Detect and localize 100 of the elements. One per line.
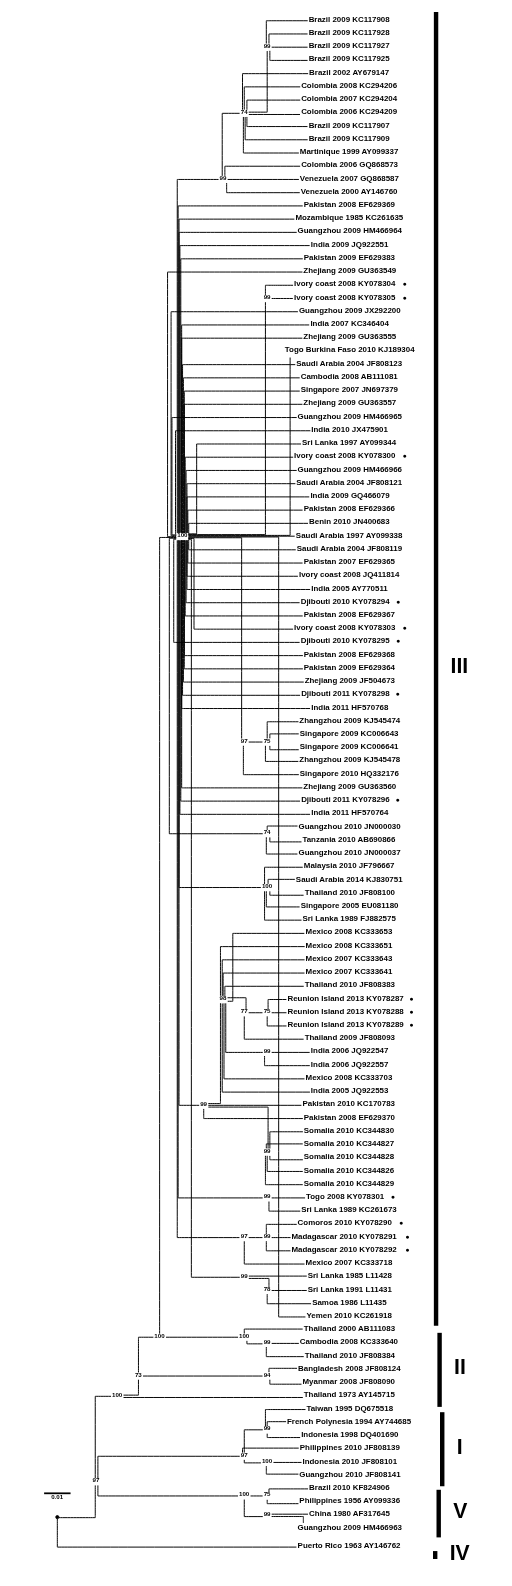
connector: [186, 496, 310, 534]
connector: [271, 1513, 309, 1515]
connector: [224, 165, 301, 177]
node-text: Somalia 2010 KC344830: [303, 1125, 395, 1135]
node-text: Saudi Arabia 2004 JF808123: [296, 358, 403, 368]
connector: [265, 1240, 291, 1252]
connector: [221, 112, 241, 177]
node-text: India 2006 JQ922547: [310, 1046, 389, 1056]
node-text: Indonesia 2010 JF808101: [302, 1456, 398, 1466]
node-text: Singapore 2010 HQ332176: [299, 768, 399, 778]
connector: [97, 1484, 239, 1497]
connector: [159, 536, 177, 1335]
node-text: Singapore 2009 KC006641: [299, 742, 399, 752]
connector: [227, 997, 247, 1010]
node-text: Singapore 2005 EU081180: [300, 900, 399, 910]
node-text: Indonesia 1998 DQ401690: [301, 1430, 399, 1440]
node-text: Mexico 2007 KC333641: [305, 967, 393, 977]
node-text: Pakistan 2008 EF629369: [303, 199, 395, 209]
connector: [266, 1433, 301, 1439]
node-text: Ivory coast 2008 KY078305: [294, 292, 396, 302]
node-text: Brazil 2009 KC117927: [308, 41, 390, 51]
node-text: Somalia 2010 KC344828: [303, 1152, 395, 1162]
connector: [176, 539, 240, 1239]
node-text: Tanzania 2010 AB690866: [302, 834, 396, 844]
connector: [188, 538, 241, 1278]
connector: [266, 1293, 312, 1305]
connector: [175, 430, 311, 535]
connector: [188, 522, 309, 537]
connector: [227, 932, 305, 1002]
connector: [264, 1155, 304, 1186]
connector: [242, 116, 300, 154]
node-text: India 2009 GQ466079: [310, 490, 390, 500]
node-text: Somalia 2010 KC344829: [303, 1178, 395, 1188]
node-text: Togo 2008 KY078301: [306, 1191, 385, 1201]
connector: [248, 1277, 270, 1288]
connector: [188, 301, 266, 536]
connector: [171, 417, 298, 536]
connector: [271, 1197, 306, 1199]
node-text: Guangzhou 2009 HM466964: [297, 226, 402, 236]
connector: [246, 1340, 263, 1345]
node-text: Thailand 2010 JF808383: [304, 980, 395, 990]
node-text: Djibouti 2010 KY078295: [300, 636, 390, 646]
connector: [265, 1143, 304, 1149]
label: I: [456, 1434, 463, 1458]
label: III: [450, 654, 469, 678]
node-text: Somalia 2010 KC344826: [303, 1165, 395, 1175]
node-text: Samoa 1986 L11435: [312, 1297, 387, 1307]
connector: [264, 1409, 306, 1427]
connector: [181, 539, 311, 709]
connector: [248, 114, 301, 115]
node-text: Sri Lanka 1989 KC261673: [301, 1205, 397, 1215]
connector: [269, 890, 305, 896]
node-text: Mexico 2008 KC333653: [305, 927, 393, 937]
node-text: Zhejiang 2009 GU363557: [303, 398, 397, 408]
connector: [123, 1397, 304, 1398]
connector: [226, 182, 301, 194]
node-text: India 2006 JQ922557: [310, 1059, 389, 1069]
node-text: Brazil 2009 KC117925: [308, 54, 390, 64]
connector: [248, 1012, 263, 1014]
connector: [185, 539, 301, 604]
node-text: Guangzhou 2010 JF808141: [299, 1469, 401, 1479]
connector: [266, 1499, 299, 1505]
connector: [243, 86, 301, 111]
connector: [222, 972, 305, 997]
node-text: India 2005 JQ922553: [310, 1086, 389, 1096]
connector: [219, 946, 306, 997]
node-text: Guangzhou 2010 JN000030: [298, 821, 401, 831]
node-text: Brazil 2009 KC117908: [308, 14, 390, 24]
connector: [207, 1104, 302, 1106]
node-text: Ivory coast 2008 KY078300: [294, 451, 396, 461]
connector: [265, 20, 309, 44]
connector: [246, 99, 301, 111]
connector: [165, 1336, 239, 1338]
node-text: Somalia 2010 KC344827: [303, 1139, 395, 1149]
connector: [221, 1003, 311, 1093]
connector: [271, 1012, 287, 1014]
node-text: Saudi Arabia 2004 JF808119: [296, 543, 403, 553]
node-text: Pakistan 2010 KC170783: [302, 1099, 395, 1109]
node-text: Zhangzhou 2009 KJ545478: [299, 755, 401, 765]
node-text: Pakistan 2008 EF629367: [303, 610, 395, 619]
node-text: Philippines 2010 JF808139: [299, 1443, 400, 1453]
connector: [266, 1155, 304, 1172]
node-text: Saudi Arabia 1997 AY099338: [295, 530, 403, 540]
connector: [56, 1518, 297, 1548]
node-text: India 2011 HF570764: [311, 808, 389, 818]
node-text: Zhejiang 2009 GU363560: [303, 781, 397, 791]
node-text: Benin 2010 JN400683: [309, 517, 390, 527]
node-text: Brazil 2009 KC117907: [308, 120, 390, 130]
connector: [243, 1240, 306, 1265]
node-text: Guangzhou 2010 JN000037: [298, 848, 401, 858]
connector: [266, 825, 298, 831]
connector: [242, 73, 309, 111]
node-text: Puerto Rico 1963 AY146762: [297, 1541, 401, 1551]
connector: [225, 1002, 264, 1053]
node-text: Pakistan 2009 EF629383: [303, 252, 395, 262]
connector: [265, 890, 301, 908]
connector: [264, 1055, 311, 1067]
connector: [265, 1465, 299, 1475]
connector: [173, 538, 301, 643]
connector: [243, 1015, 305, 1040]
